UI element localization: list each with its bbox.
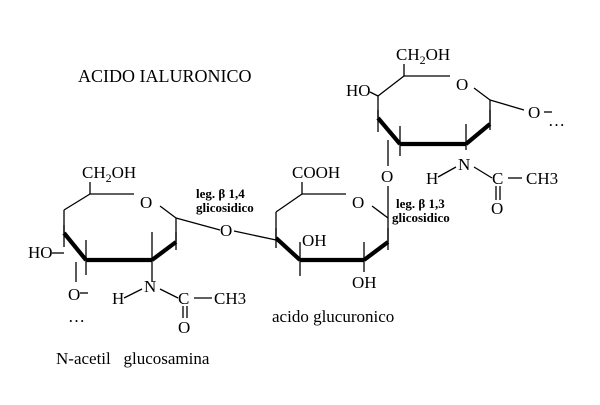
left-ch3-label: CH3	[214, 289, 246, 308]
left-h-n-bond	[123, 288, 143, 299]
middle-ring-upper-left-bond	[275, 193, 303, 213]
bridge14-left-bond	[175, 217, 221, 231]
left-ho-label: HO	[28, 243, 53, 262]
right-ring-o-c1-bond	[473, 87, 491, 101]
left-ring-o-c1-bond	[159, 205, 177, 219]
left-ring-front-right-bond	[150, 240, 178, 262]
bridge-beta-1-3: O leg. β 1,3 glicosidico	[381, 140, 450, 225]
right-n-c-bond	[473, 166, 493, 179]
glucuronic-acid-label: acido glucuronico	[272, 307, 394, 326]
right-o-dots: …	[548, 111, 565, 130]
right-ch3-label: CH3	[526, 169, 558, 188]
middle-oh-bottom: OH	[352, 273, 377, 292]
n-acetylglucosamine-label: N-acetil glucosamina	[56, 349, 210, 368]
left-h-label: H	[112, 289, 124, 308]
left-o-down-label: O	[68, 285, 80, 304]
middle-ring-oxygen: O	[352, 193, 364, 212]
right-n-label: N	[458, 155, 470, 174]
left-n-c-bond	[159, 288, 179, 299]
beta13-label-line2: glicosidico	[392, 210, 450, 225]
diagram-title: ACIDO IALURONICO	[78, 66, 252, 86]
left-carbonyl-o-label: O	[178, 318, 190, 337]
left-carbonyl-c-label: C	[178, 289, 189, 308]
left-ch2oh-label: CH2OH	[82, 163, 136, 185]
right-ho-label: HO	[346, 81, 371, 100]
right-ho-bond	[369, 91, 379, 97]
right-carbonyl-c-label: C	[492, 169, 503, 188]
left-ring-oxygen: O	[140, 193, 152, 212]
right-ch2oh-label: CH2OH	[396, 45, 450, 67]
right-ring-upper-left-bond	[377, 75, 405, 97]
bridge14-right-bond	[233, 230, 277, 241]
middle-cooh-label: COOH	[292, 163, 340, 182]
beta13-label-line1: leg. β 1,3	[396, 196, 445, 211]
middle-ring-front-right-bond	[362, 240, 390, 262]
right-ring-front-left-bond	[376, 116, 402, 146]
right-o-label: O	[528, 103, 540, 122]
bridge13-oxygen: O	[381, 167, 393, 186]
left-ring-n-acetylglucosamine: CH2OH O HO O … N H C CH3	[28, 163, 246, 337]
beta14-label-line2: glicosidico	[196, 200, 254, 215]
left-n-label: N	[144, 277, 156, 296]
bridge-beta-1-4: O leg. β 1,4 glicosidico	[175, 186, 277, 241]
middle-oh-inner: OH	[302, 231, 327, 250]
left-ring-front-left-bond	[62, 231, 88, 262]
right-carbonyl-o-label: O	[491, 199, 503, 218]
bridge14-oxygen: O	[220, 221, 232, 240]
middle-ring-front-left-bond	[274, 236, 302, 262]
right-c1-o-bond	[489, 99, 525, 111]
middle-ring-glucuronic-acid: COOH O OH OH	[274, 163, 390, 292]
left-o-down-dots: …	[68, 307, 85, 326]
right-h-label: H	[426, 169, 438, 188]
middle-ring-o-c1-bond	[371, 205, 389, 219]
left-ring-upper-left-bond	[63, 193, 91, 211]
right-ring-oxygen: O	[456, 75, 468, 94]
right-ring-n-acetylglucosamine: CH2OH O HO O … N H C CH3 O	[346, 45, 565, 218]
beta14-label-line1: leg. β 1,4	[196, 186, 245, 201]
right-h-n-bond	[437, 166, 457, 178]
right-ring-front-right-bond	[464, 122, 492, 146]
